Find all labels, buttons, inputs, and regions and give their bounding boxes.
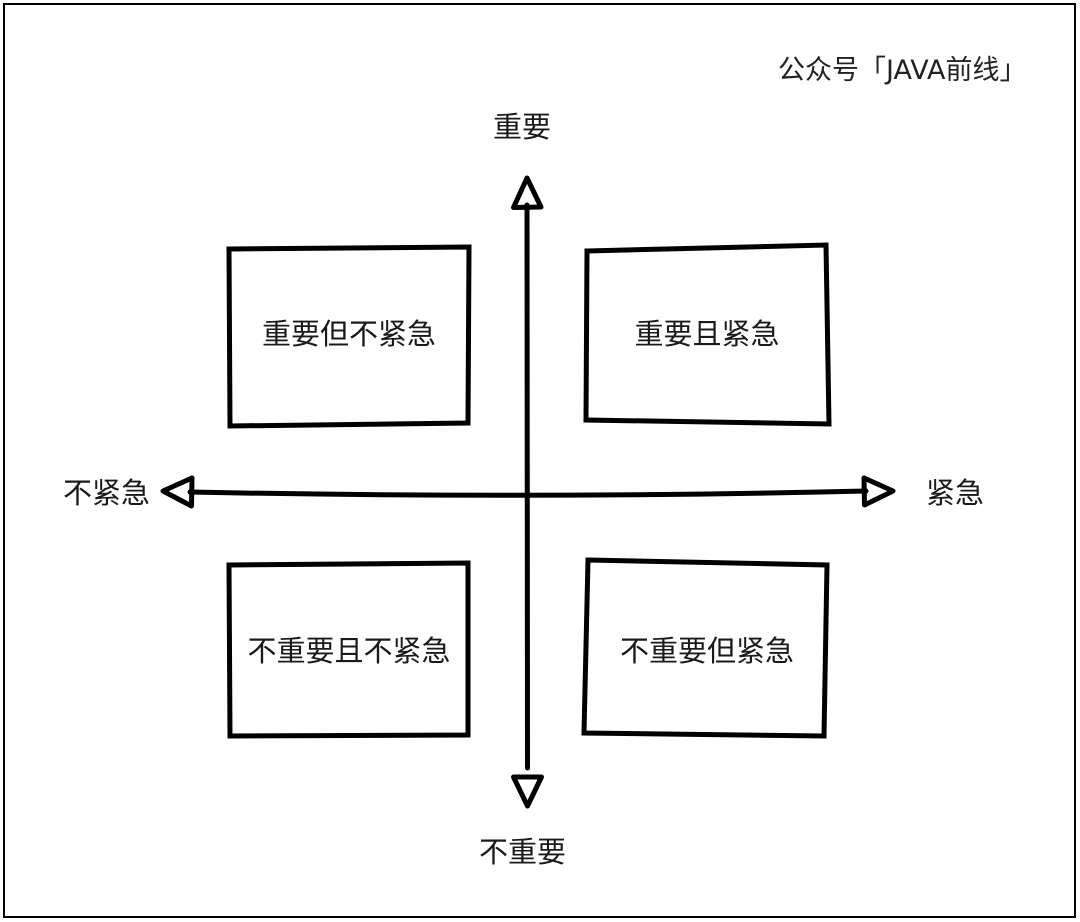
axis-label-important: 重要 [493,110,552,144]
quadrant-label-important-and-urgent: 重要且紧急 [634,317,780,351]
quadrant-box-q1[interactable] [583,242,832,427]
arrow-left-icon [160,475,195,509]
arrow-up-icon [511,175,544,210]
watermark-label: 公众号「JAVA前线」 [778,55,1027,86]
quadrant-box-q2[interactable] [226,244,472,429]
quadrant-label-not-important-not-urgent: 不重要且不紧急 [247,634,451,668]
axis-label-not-urgent: 不紧急 [63,476,151,510]
vertical-axis [511,175,544,809]
quadrant-label-important-not-urgent: 重要但不紧急 [261,317,436,351]
quadrant-box-q3[interactable] [226,560,471,739]
axis-label-urgent: 紧急 [926,476,985,510]
quadrant-box-q4[interactable] [581,557,830,739]
horizontal-axis [160,475,896,509]
axis-label-not-important: 不重要 [479,835,567,869]
arrow-right-icon [861,475,896,508]
arrow-down-icon [511,774,544,809]
quadrant-label-not-important-but-urgent: 不重要但紧急 [619,634,794,668]
